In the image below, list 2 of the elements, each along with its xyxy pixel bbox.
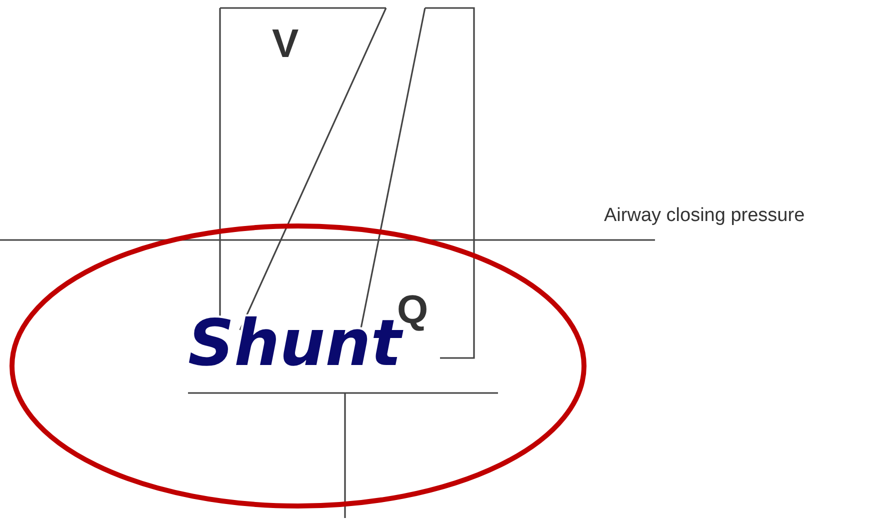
axis-letter: V (272, 22, 299, 67)
threshold-label: Airway closing pressure (604, 205, 805, 227)
